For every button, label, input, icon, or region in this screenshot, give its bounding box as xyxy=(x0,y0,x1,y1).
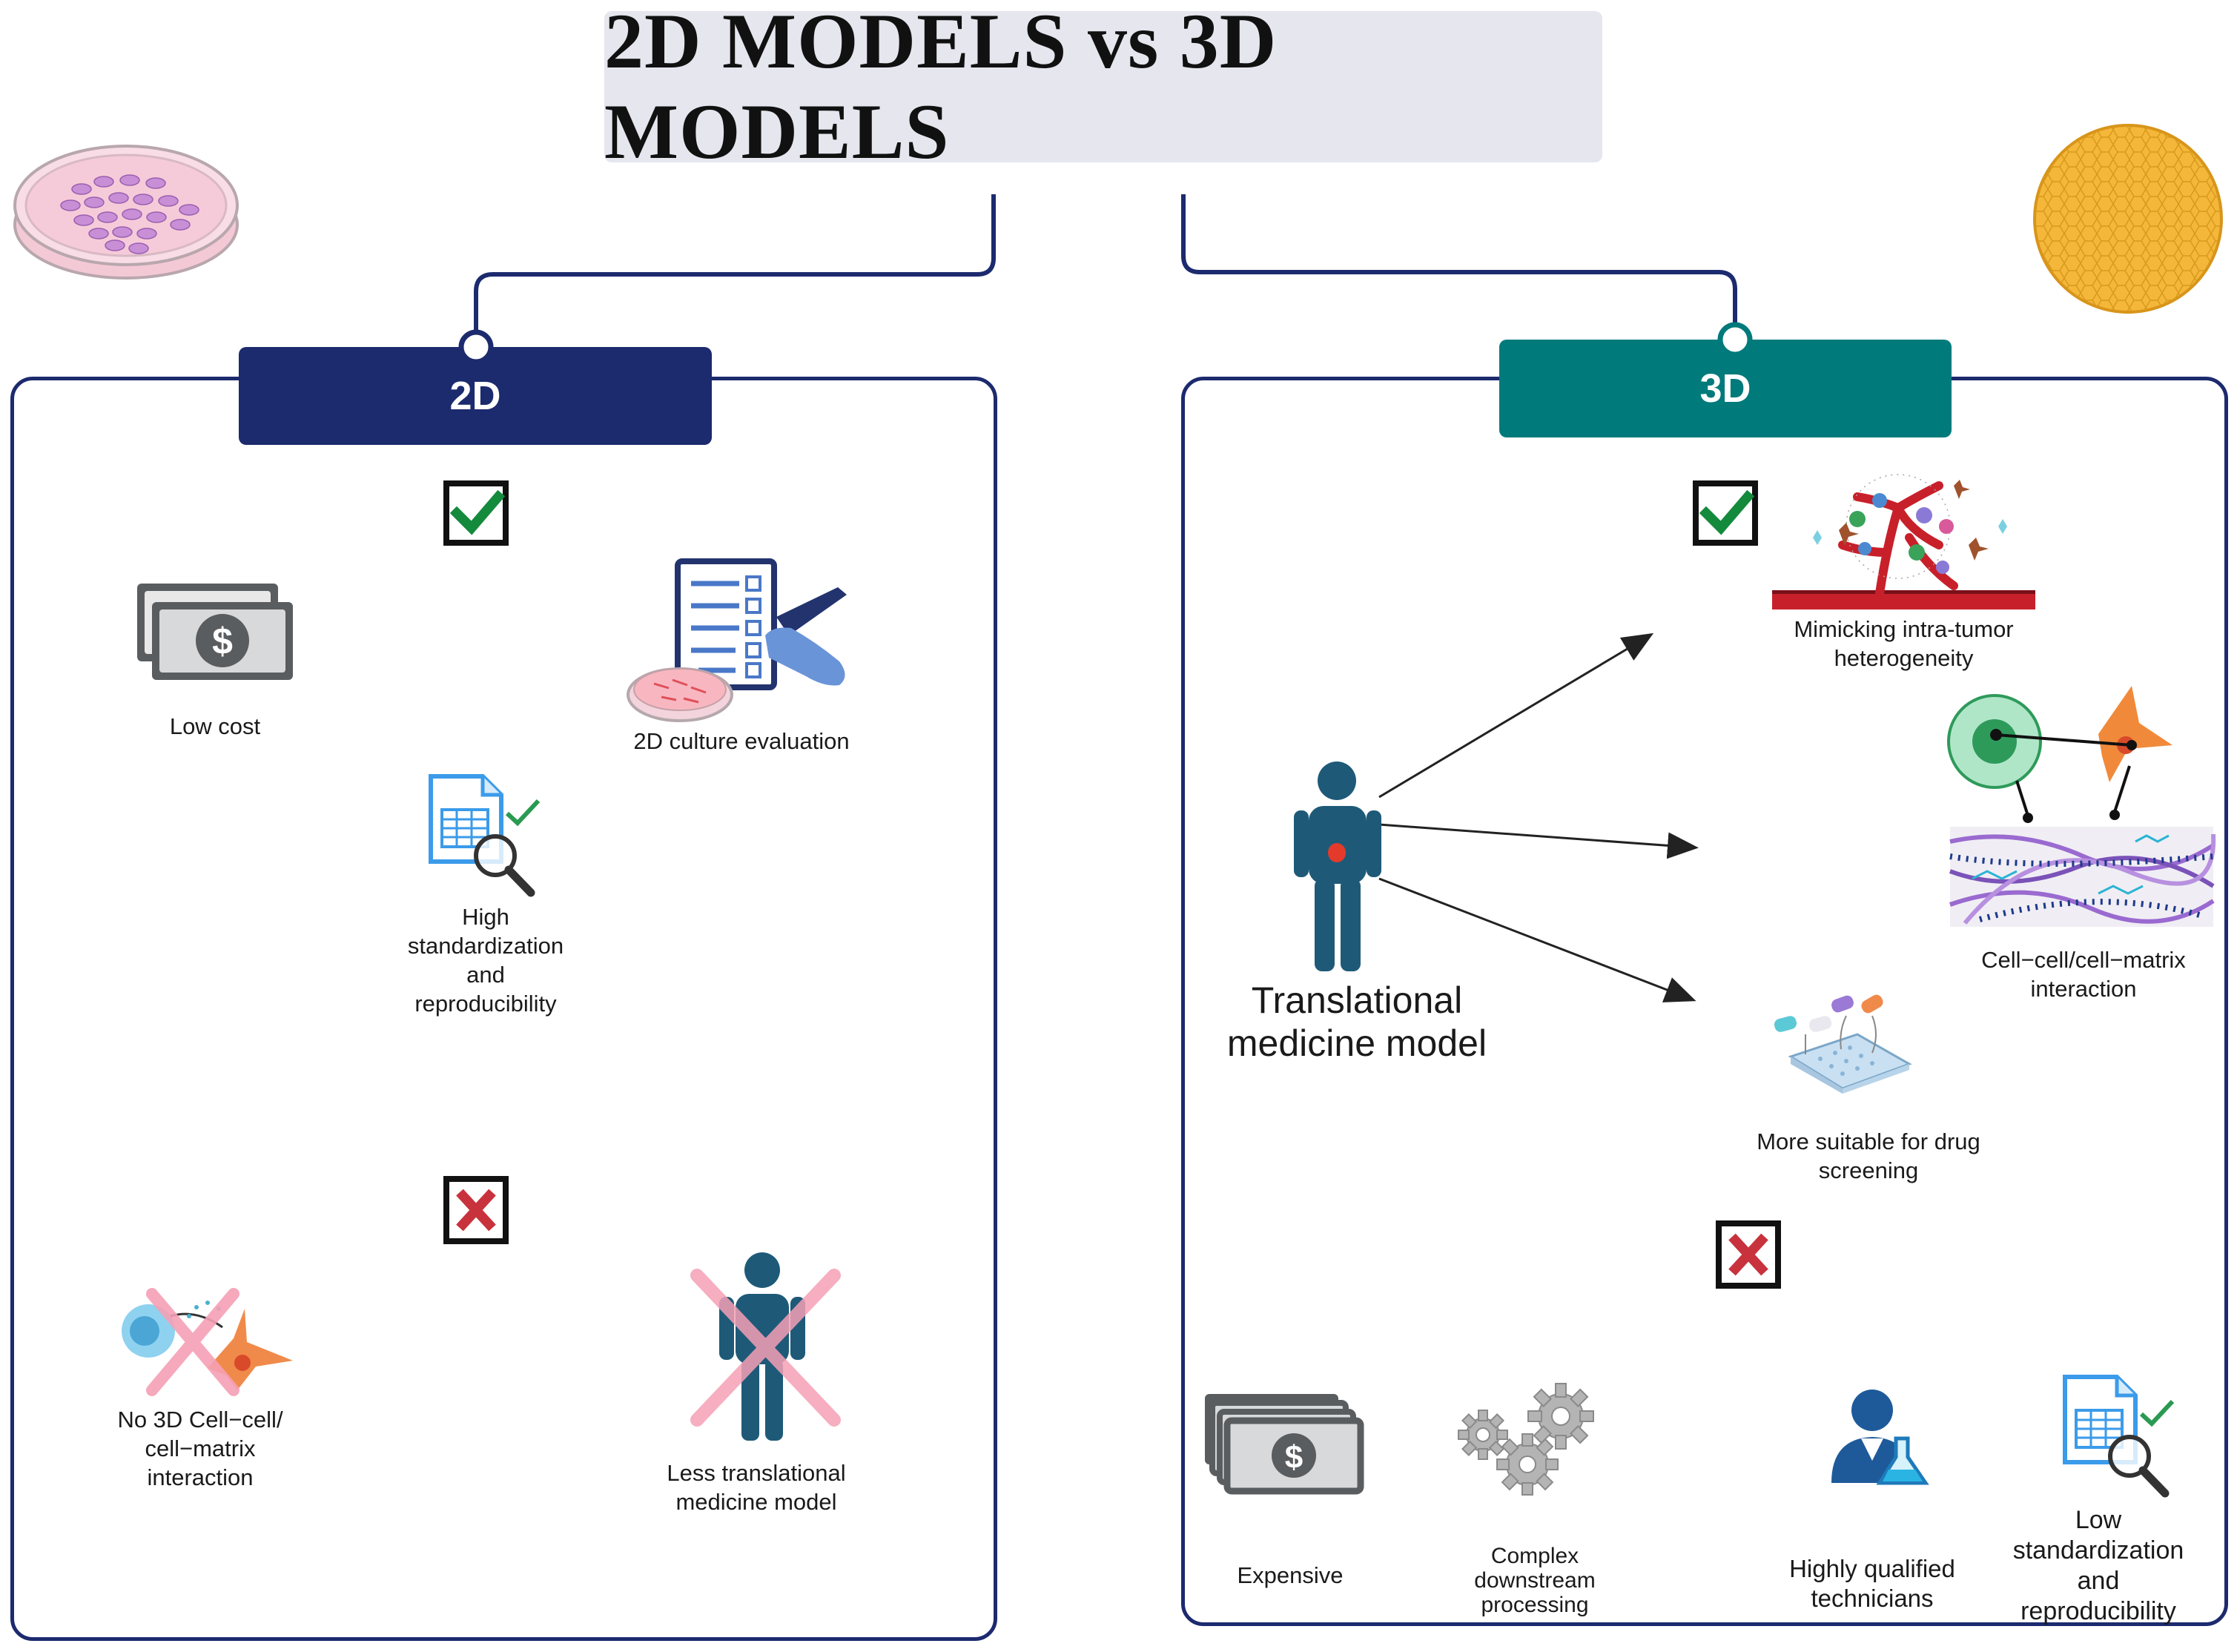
crossed-cells-icon xyxy=(122,1288,293,1396)
label-cell-matrix-interaction: Cell−cell/cell−matrix interaction xyxy=(1981,947,2186,1002)
label-high-standardization: High standardization and reproducibility xyxy=(407,904,564,1017)
money-stack-icon: $ xyxy=(1205,1394,1364,1495)
spreadsheet-magnifier-icon xyxy=(429,774,541,897)
connector-node-2d xyxy=(458,329,494,365)
money-icon: $ xyxy=(137,584,293,680)
label-expensive: Expensive xyxy=(1237,1562,1344,1588)
page-title: 2D MODELS vs 3D MODELS xyxy=(604,0,1278,175)
spheroid-icon xyxy=(2033,124,2223,314)
person-icon xyxy=(1294,761,1381,971)
spreadsheet-magnifier-icon xyxy=(2063,1375,2175,1498)
petri-dish-icon xyxy=(13,145,239,280)
svg-text:$: $ xyxy=(212,621,233,662)
gears-icon xyxy=(1458,1383,1594,1496)
label-low-cost: Low cost xyxy=(169,713,261,739)
drug-plate-icon xyxy=(1774,994,1912,1094)
connector-node-3d xyxy=(1717,322,1753,357)
title-box: 2D MODELS vs 3D MODELS xyxy=(604,0,1602,175)
svg-text:$: $ xyxy=(1285,1439,1303,1476)
label-complex-processing: Complex downstream processing xyxy=(1474,1544,1596,1617)
clipboard-petri-icon xyxy=(627,558,847,722)
label-drug-screening: More suitable for drug screening xyxy=(1757,1129,1980,1183)
tab-3d: 3D xyxy=(1499,340,1952,437)
cell-matrix-icon xyxy=(1947,686,2216,927)
label-highly-qualified: Highly qualified technicians xyxy=(1789,1555,1955,1612)
crossed-person-icon xyxy=(690,1252,841,1441)
label-translational-medicine-model: Translational medicine model xyxy=(1226,979,1487,1064)
check-box-icon xyxy=(443,480,509,546)
cross-box-icon xyxy=(1716,1220,1781,1289)
label-no-3d-interaction: No 3D Cell−cell/ cell−matrix interaction xyxy=(117,1407,283,1490)
tumor-vessel-icon xyxy=(1772,474,2035,609)
label-mimicking-heterogeneity: Mimicking intra-tumor heterogeneity xyxy=(1794,616,2014,671)
cross-box-icon xyxy=(443,1176,509,1244)
label-low-standardization: Low standardization and reproducibility xyxy=(2012,1506,2184,1625)
scientist-icon xyxy=(1831,1390,1929,1485)
check-box-icon xyxy=(1693,480,1758,546)
label-2d-culture-evaluation: 2D culture evaluation xyxy=(633,728,850,754)
label-less-translational: Less translational medicine model xyxy=(667,1460,846,1515)
